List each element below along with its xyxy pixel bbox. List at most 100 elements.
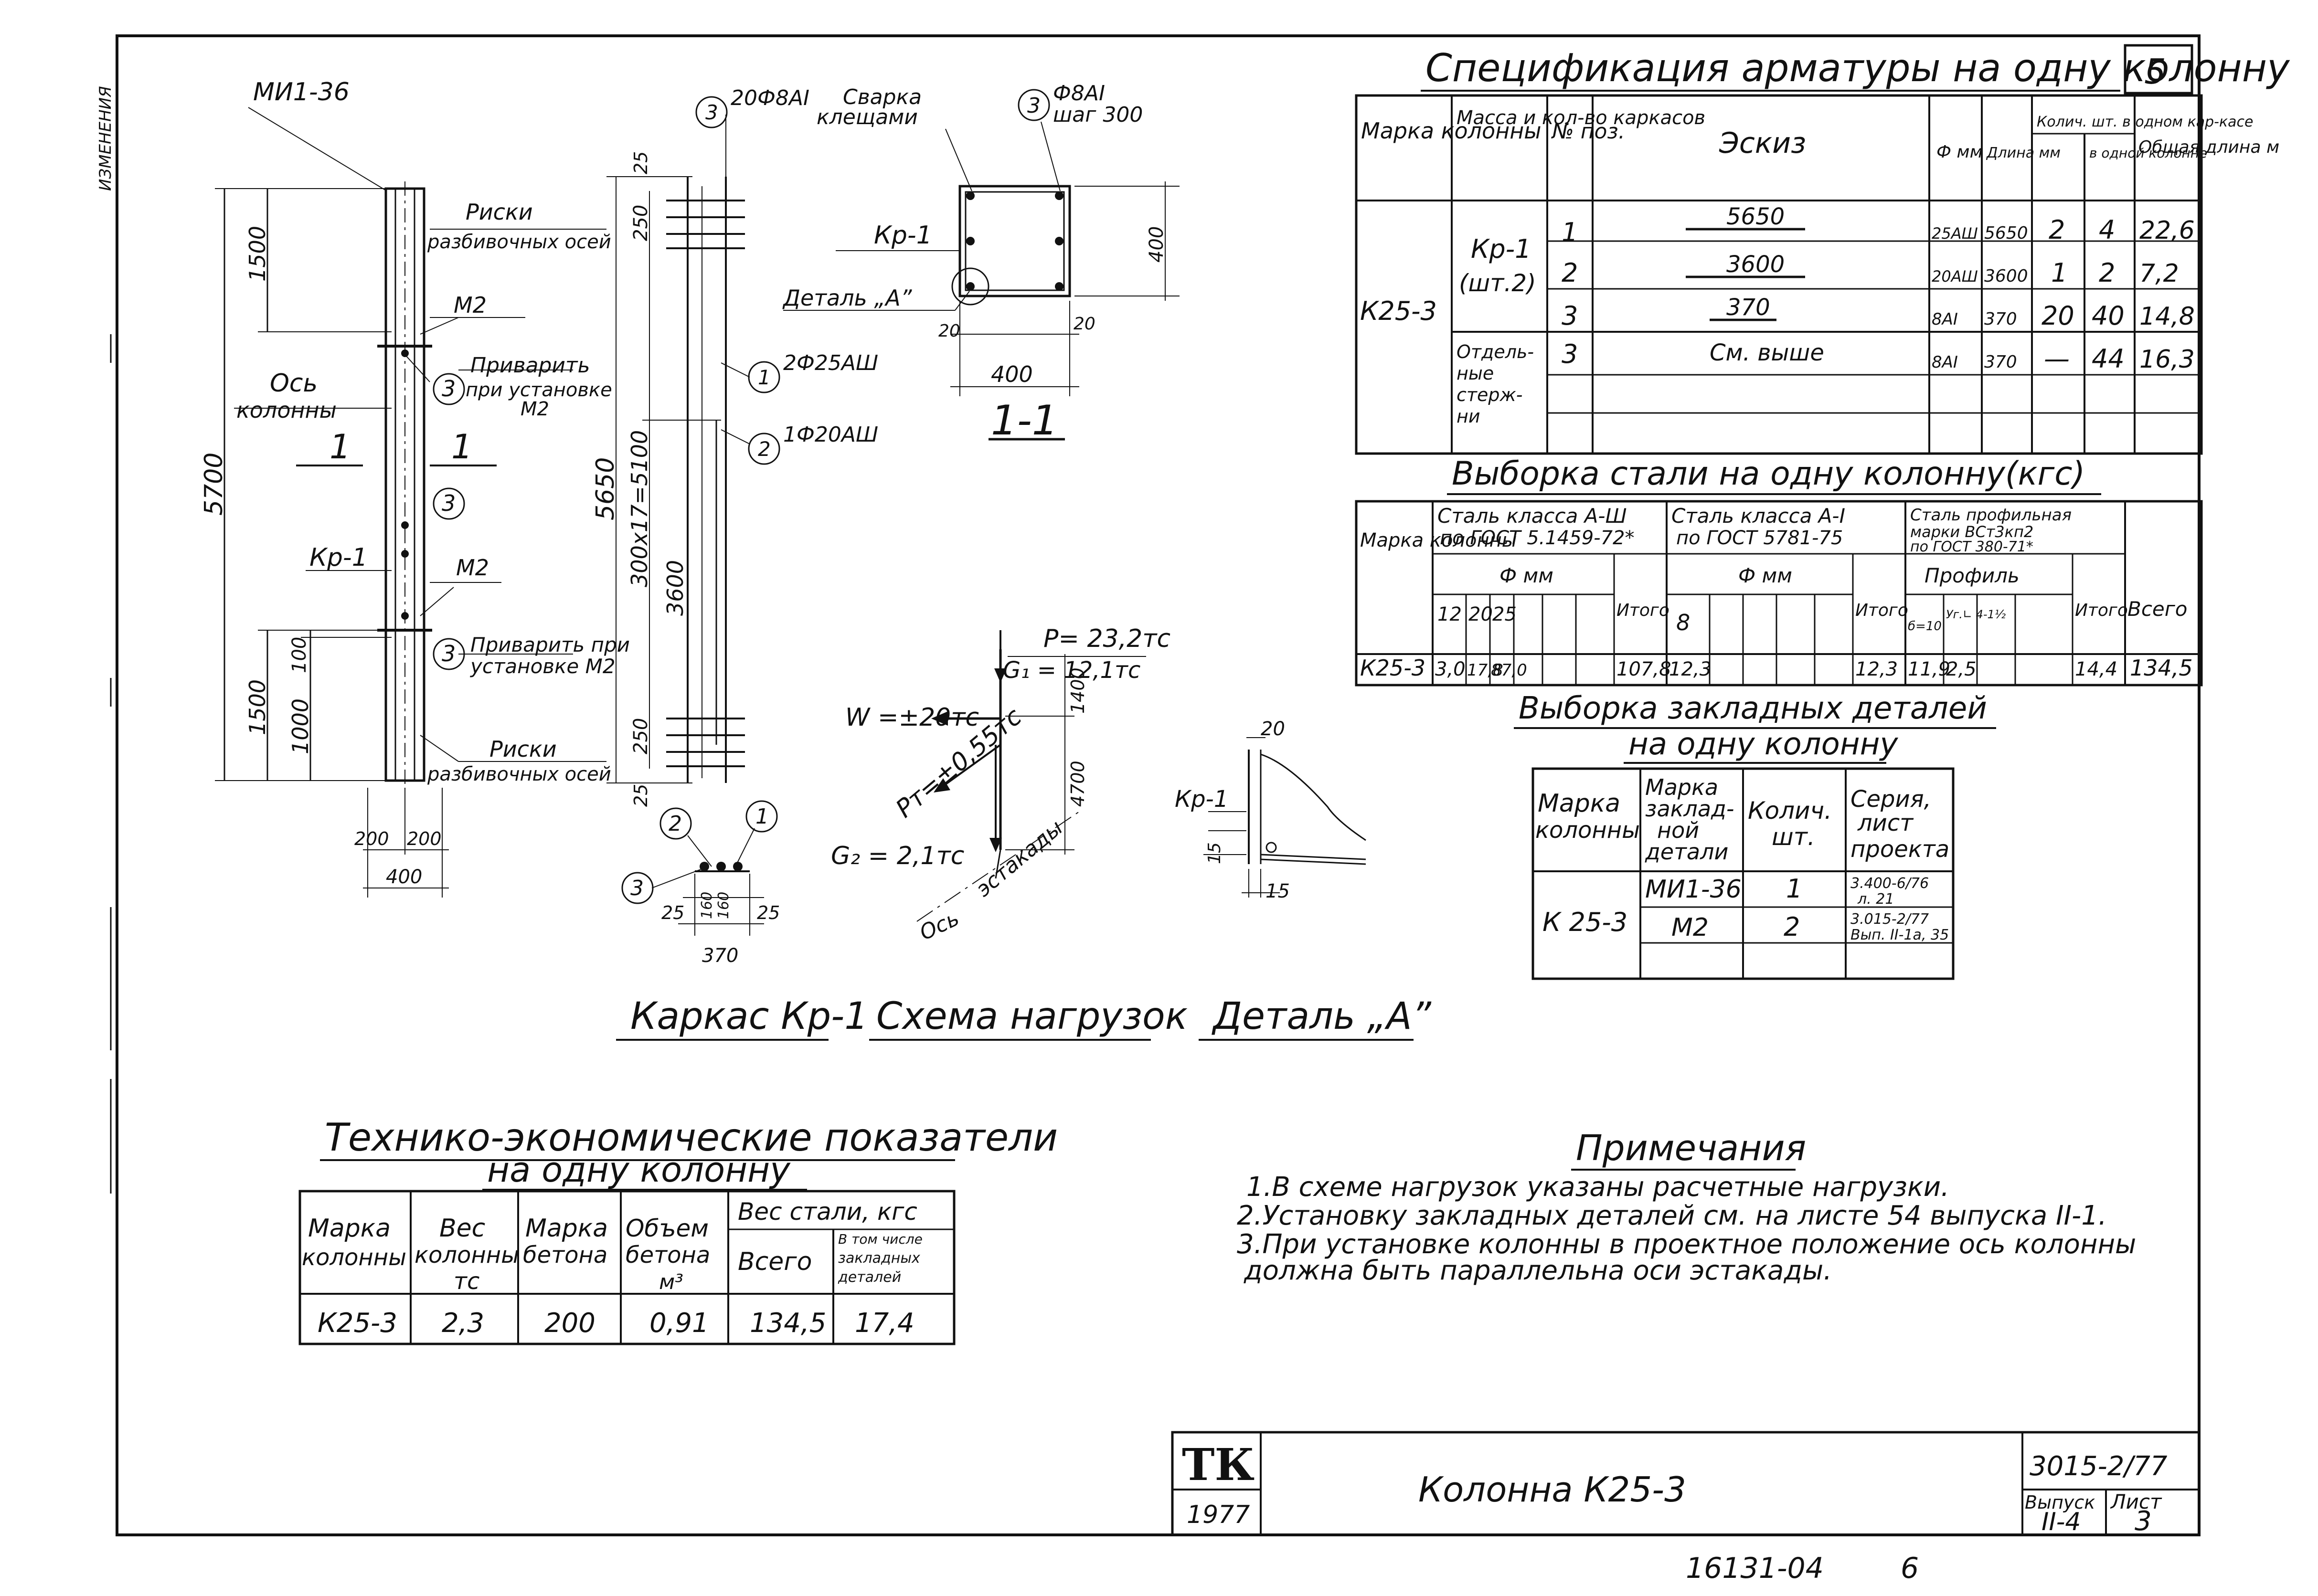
svg-text:22,6: 22,6 [2139, 216, 2195, 245]
svg-text:20: 20 [938, 321, 960, 341]
svg-text:деталей: деталей [838, 1269, 901, 1286]
svg-text:по ГОСТ 5.1459-72*: по ГОСТ 5.1459-72* [1440, 527, 1634, 549]
svg-text:20: 20 [1261, 718, 1285, 740]
svg-text:лист: лист [1857, 810, 1914, 836]
svg-text:проекта: проекта [1850, 836, 1949, 863]
svg-text:шт.: шт. [1772, 823, 1815, 851]
svg-text:Кр-1: Кр-1 [1471, 234, 1531, 264]
svg-text:W =±20тс: W =±20тс [845, 703, 979, 732]
tk-logo: ТК [1182, 1439, 1255, 1490]
embedded-text: Марка колонны Марка заклад- ной детали К… [1535, 774, 1949, 943]
detail-a [1203, 737, 1366, 898]
drawing-captions: Каркас Кр-1 Схема нагрузок Деталь „А” [616, 995, 1432, 1041]
svg-text:15: 15 [1205, 842, 1224, 864]
svg-text:3: 3 [1562, 301, 1578, 331]
svg-text:5650: 5650 [591, 457, 620, 520]
svg-text:250: 250 [630, 205, 652, 241]
svg-text:колонны: колонны [415, 1242, 519, 1268]
svg-text:Сталь класса А-I: Сталь класса А-I [1671, 504, 1845, 528]
svg-text:400: 400 [1146, 226, 1168, 263]
svg-text:2: 2 [2049, 215, 2065, 245]
svg-text:3.400-6/76: 3.400-6/76 [1850, 875, 1929, 892]
svg-text:6: 6 [1901, 1552, 1919, 1585]
svg-text:1-1: 1-1 [991, 397, 1058, 444]
svg-text:4: 4 [2099, 215, 2115, 245]
svg-text:Ф мм: Ф мм [1499, 564, 1553, 587]
svg-text:марки ВСт3кп2: марки ВСт3кп2 [1910, 523, 2033, 541]
svg-text:Объем: Объем [626, 1215, 709, 1242]
svg-text:1: 1 [330, 427, 351, 466]
svg-text:закладных: закладных [838, 1250, 920, 1267]
svg-text:бетона: бетона [626, 1242, 710, 1268]
svg-text:Лист: Лист [2110, 1490, 2162, 1513]
svg-text:200: 200 [544, 1308, 595, 1339]
svg-text:колонны: колонны [236, 397, 337, 423]
svg-text:3: 3 [442, 490, 456, 516]
svg-text:ные: ные [1457, 363, 1494, 384]
svg-text:разбивочных осей: разбивочных осей [427, 763, 611, 785]
column-labels: МИ1-36 Риски разбивочных осей М2 Ось кол… [200, 78, 630, 888]
spec-text: Марка колонны Масса и кол-во каркасов № … [1360, 107, 2279, 427]
cage-labels: 25 250 5650 300x17=5100 3600 250 25 1 2Ф… [591, 85, 922, 967]
svg-text:шаг 300: шаг 300 [1053, 103, 1143, 127]
svg-text:1500: 1500 [245, 679, 270, 735]
svg-text:на одну колонну: на одну колонну [1628, 727, 1898, 762]
svg-text:14,4: 14,4 [2075, 658, 2117, 680]
svg-text:5650: 5650 [1984, 223, 2028, 243]
svg-text:3: 3 [1027, 94, 1041, 118]
svg-text:Марка: Марка [525, 1214, 608, 1243]
svg-text:М2: М2 [1671, 913, 1709, 942]
svg-text:Кр-1: Кр-1 [1175, 786, 1228, 813]
svg-text:при установке: при установке [466, 379, 612, 401]
svg-text:25: 25 [757, 902, 780, 923]
note-4: должна быть параллельна оси эстакады. [1244, 1255, 1832, 1286]
embedded-table: Выборка закладных деталей на одну колонн… [1514, 691, 1996, 980]
svg-text:1400: 1400 [1067, 667, 1088, 714]
sheet-frame [116, 34, 2201, 1536]
svg-text:М2: М2 [456, 555, 489, 581]
svg-text:3: 3 [442, 641, 456, 666]
svg-text:Ф мм: Ф мм [1738, 564, 1792, 587]
svg-text:1Ф20АШ: 1Ф20АШ [783, 423, 878, 447]
svg-text:л. 21: л. 21 [1857, 891, 1894, 908]
svg-text:370: 370 [1984, 352, 2017, 372]
svg-text:1000: 1000 [287, 698, 313, 754]
svg-text:25: 25 [661, 902, 684, 923]
steel-title: Выборка стали на одну колонну(кгс) [1452, 455, 2085, 493]
svg-text:Итого: Итого [1616, 601, 1669, 620]
svg-text:400: 400 [386, 866, 422, 888]
notes: Примечания 1.В схеме нагрузок указаны ра… [1237, 1128, 2136, 1286]
svg-text:Колич.: Колич. [1748, 797, 1832, 824]
svg-text:12,3: 12,3 [1855, 658, 1898, 680]
svg-text:Вес стали, кгс: Вес стали, кгс [738, 1198, 917, 1226]
svg-text:0,91: 0,91 [649, 1308, 709, 1339]
svg-text:3.015-2/77: 3.015-2/77 [1850, 911, 1929, 928]
svg-text:(шт.2): (шт.2) [1459, 269, 1536, 297]
steel-table: Выборка стали на одну колонну(кгс) [1355, 455, 2203, 687]
svg-text:370: 370 [1984, 309, 2017, 329]
load-scheme [916, 630, 1146, 922]
svg-text:установке М2: установке М2 [469, 655, 616, 678]
svg-text:Выборка закладных деталей: Выборка закладных деталей [1519, 691, 1987, 726]
svg-text:Ф мм: Ф мм [1936, 142, 1983, 162]
svg-text:20: 20 [1468, 603, 1493, 625]
svg-text:К25-3: К25-3 [1360, 655, 1425, 681]
svg-text:Марка колонны: Марка колонны [1361, 118, 1542, 144]
svg-text:2: 2 [758, 437, 771, 461]
svg-text:Ось: Ось [270, 369, 318, 398]
svg-text:1500: 1500 [245, 226, 270, 282]
svg-text:300x17=5100: 300x17=5100 [627, 430, 652, 587]
svg-text:колонны: колонны [302, 1244, 406, 1271]
svg-text:М2: М2 [521, 398, 549, 420]
svg-text:8: 8 [1676, 610, 1690, 635]
svg-text:Сталь класса А-Ш: Сталь класса А-Ш [1437, 504, 1627, 528]
drawing-name: Колонна К25-3 [1418, 1469, 1686, 1510]
svg-text:11,9: 11,9 [1908, 658, 1950, 680]
svg-text:Ф8АI: Ф8АI [1053, 81, 1105, 106]
svg-text:См. выше: См. выше [1710, 339, 1824, 366]
svg-text:детали: детали [1645, 839, 1728, 865]
svg-text:134,5: 134,5 [750, 1308, 826, 1339]
svg-text:Ось: Ось [916, 906, 963, 945]
svg-text:Схема нагрузок: Схема нагрузок [876, 995, 1188, 1038]
svg-text:370: 370 [1726, 294, 1770, 321]
